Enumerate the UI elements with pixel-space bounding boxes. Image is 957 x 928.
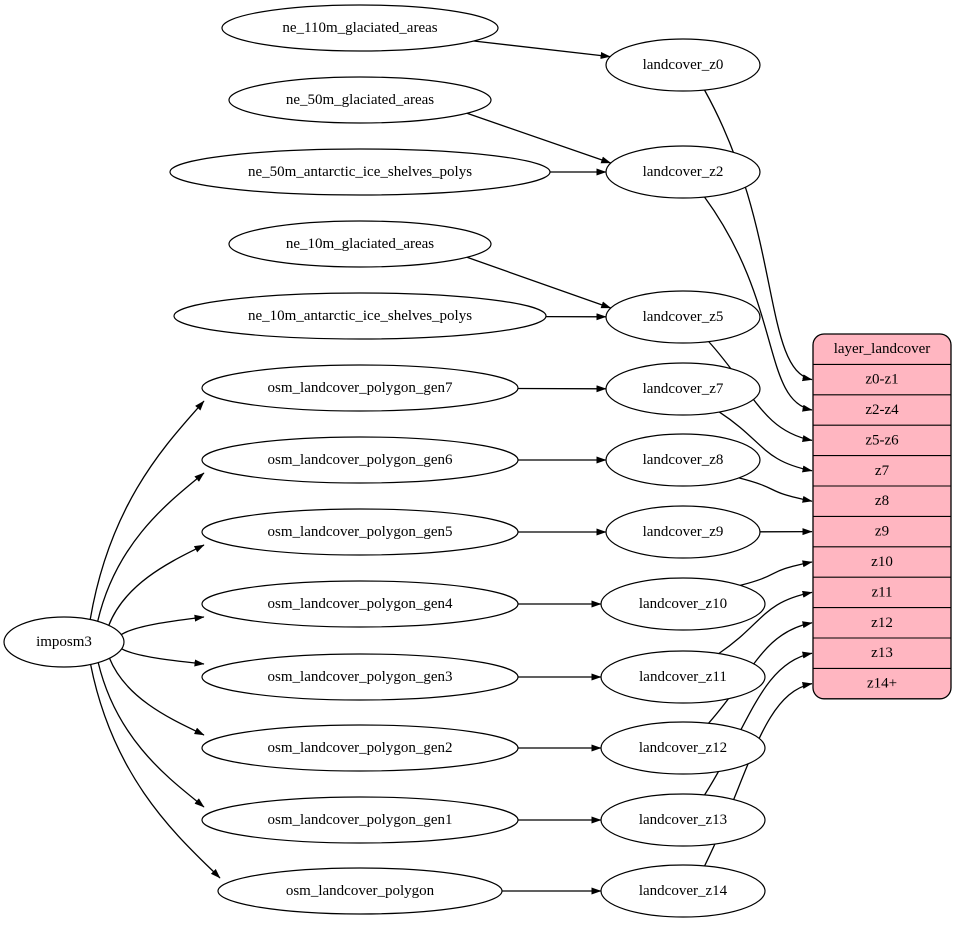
table-row-z10: z10	[871, 554, 893, 570]
node-osm_landcover_polygon_gen3: osm_landcover_polygon_gen3	[202, 654, 518, 700]
edge-imposm3-to-osm_landcover_polygon_gen3	[122, 649, 204, 664]
node-landcover_z11-label: landcover_z11	[639, 669, 727, 685]
node-osm_landcover_polygon_gen2: osm_landcover_polygon_gen2	[202, 725, 518, 771]
node-osm_landcover_polygon_gen4-label: osm_landcover_polygon_gen4	[268, 596, 453, 612]
table-row-z0-z1: z0-z1	[865, 372, 898, 388]
node-osm_landcover_polygon_gen5-label: osm_landcover_polygon_gen5	[268, 524, 453, 540]
node-landcover_z2-label: landcover_z2	[643, 164, 724, 180]
node-osm_landcover_polygon_gen4: osm_landcover_polygon_gen4	[202, 581, 518, 627]
node-landcover_z7-label: landcover_z7	[643, 381, 724, 397]
node-ne_10m_antarctic_ice_shelves_polys-label: ne_10m_antarctic_ice_shelves_polys	[248, 308, 472, 324]
node-ne_10m_glaciated_areas: ne_10m_glaciated_areas	[229, 221, 491, 267]
node-landcover_z13-label: landcover_z13	[639, 812, 727, 828]
node-osm_landcover_polygon_gen1: osm_landcover_polygon_gen1	[202, 797, 518, 843]
node-osm_landcover_polygon_gen5: osm_landcover_polygon_gen5	[202, 509, 518, 555]
nodes-layer: imposm3 ne_110m_glaciated_areas ne_50m_gla…	[4, 5, 765, 917]
node-landcover_z14-label: landcover_z14	[639, 883, 728, 899]
node-landcover_z8: landcover_z8	[606, 434, 760, 486]
edge-ne_110m_glaciated_areas-to-landcover_z0	[474, 41, 610, 57]
node-osm_landcover_polygon-label: osm_landcover_polygon	[286, 883, 435, 899]
table-row-z9: z9	[875, 524, 889, 540]
edge-imposm3-to-osm_landcover_polygon_gen5	[109, 545, 204, 625]
node-landcover_z12-label: landcover_z12	[639, 740, 727, 756]
node-landcover_z14: landcover_z14	[601, 865, 765, 917]
node-ne_50m_glaciated_areas-label: ne_50m_glaciated_areas	[286, 92, 434, 108]
node-landcover_z11: landcover_z11	[601, 651, 765, 703]
node-ne_10m_glaciated_areas-label: ne_10m_glaciated_areas	[286, 236, 434, 252]
table-row-z5-z6: z5-z6	[865, 432, 899, 448]
node-osm_landcover_polygon_gen6: osm_landcover_polygon_gen6	[202, 437, 518, 483]
node-osm_landcover_polygon_gen3-label: osm_landcover_polygon_gen3	[268, 669, 453, 685]
node-ne_50m_antarctic_ice_shelves_polys: ne_50m_antarctic_ice_shelves_polys	[170, 149, 550, 195]
node-ne_110m_glaciated_areas-label: ne_110m_glaciated_areas	[282, 20, 437, 36]
node-osm_landcover_polygon_gen1-label: osm_landcover_polygon_gen1	[268, 812, 453, 828]
node-landcover_z9-label: landcover_z9	[643, 524, 724, 540]
node-landcover_z12: landcover_z12	[601, 722, 765, 774]
node-osm_landcover_polygon_gen7-label: osm_landcover_polygon_gen7	[268, 380, 453, 396]
edge-landcover_z10-to-layer_landcover-row-z10	[740, 562, 812, 585]
node-osm_landcover_polygon_gen7: osm_landcover_polygon_gen7	[202, 365, 518, 411]
node-ne_10m_antarctic_ice_shelves_polys: ne_10m_antarctic_ice_shelves_polys	[174, 293, 546, 339]
edge-imposm3-to-osm_landcover_polygon_gen6	[98, 473, 204, 621]
edge-imposm3-to-osm_landcover_polygon_gen1	[98, 663, 204, 808]
node-ne_50m_antarctic_ice_shelves_polys-label: ne_50m_antarctic_ice_shelves_polys	[248, 164, 472, 180]
node-ne_110m_glaciated_areas: ne_110m_glaciated_areas	[222, 5, 498, 51]
node-landcover_z0: landcover_z0	[606, 39, 760, 91]
table-row-z12: z12	[871, 615, 893, 631]
edge-imposm3-to-osm_landcover_polygon_gen7	[90, 401, 204, 620]
table-row-z8: z8	[875, 493, 889, 509]
node-landcover_z5-label: landcover_z5	[643, 309, 724, 325]
table-row-z13: z13	[871, 645, 893, 661]
table-row-z7: z7	[875, 463, 890, 479]
node-landcover_z5: landcover_z5	[606, 291, 760, 343]
node-osm_landcover_polygon_gen2-label: osm_landcover_polygon_gen2	[268, 740, 453, 756]
edge-landcover_z8-to-layer_landcover-row-z8	[739, 478, 812, 501]
node-landcover_z9: landcover_z9	[606, 506, 760, 558]
node-landcover_z7: landcover_z7	[606, 363, 760, 415]
node-imposm3: imposm3	[4, 617, 124, 667]
node-landcover_z2: landcover_z2	[606, 146, 760, 198]
node-ne_50m_glaciated_areas: ne_50m_glaciated_areas	[229, 77, 491, 123]
edge-imposm3-to-osm_landcover_polygon_gen4	[121, 617, 204, 635]
node-landcover_z8-label: landcover_z8	[643, 452, 724, 468]
table-row-z14+: z14+	[867, 676, 897, 692]
node-landcover_z13: landcover_z13	[601, 794, 765, 846]
layer-table: layer_landcover z0-z1 z2-z4 z5-z6 z7 z8 z9 z10 z…	[813, 334, 951, 699]
layer-table-title: layer_landcover	[834, 341, 931, 357]
table-row-z11: z11	[871, 584, 892, 600]
table-row-z2-z4: z2-z4	[865, 402, 899, 418]
node-osm_landcover_polygon: osm_landcover_polygon	[218, 868, 502, 914]
node-imposm3-label: imposm3	[36, 634, 92, 650]
node-landcover_z0-label: landcover_z0	[643, 57, 724, 73]
node-osm_landcover_polygon_gen6-label: osm_landcover_polygon_gen6	[268, 452, 453, 468]
node-landcover_z10: landcover_z10	[601, 578, 765, 630]
node-landcover_z10-label: landcover_z10	[639, 596, 727, 612]
